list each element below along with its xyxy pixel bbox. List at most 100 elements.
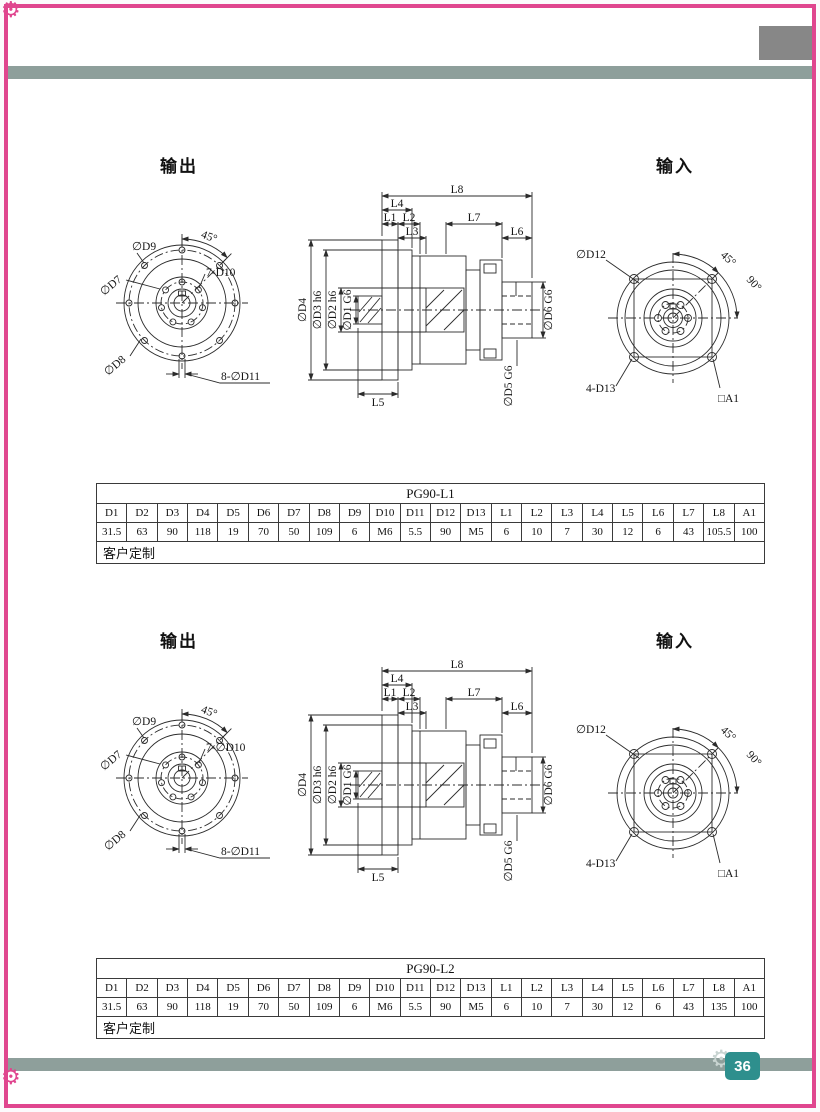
table-title: PG90-L1 bbox=[96, 483, 765, 504]
value-cell: M5 bbox=[460, 997, 492, 1017]
dim-label-l5: L5 bbox=[372, 872, 385, 884]
dim-label-d3: ∅D3 h6 bbox=[312, 766, 324, 805]
value-cell: 19 bbox=[217, 522, 249, 542]
column-header: D11 bbox=[399, 503, 431, 523]
dim-label-l6: L6 bbox=[511, 701, 524, 713]
dim-label-8-d11: 8-∅D11 bbox=[221, 371, 260, 383]
dim-label-d5: ∅D5 G6 bbox=[503, 840, 515, 881]
table-title-row: PG90-L1 bbox=[96, 483, 765, 504]
dim-label-45deg: 45° bbox=[718, 724, 738, 744]
value-cell: 70 bbox=[247, 522, 280, 542]
column-header: D6 bbox=[247, 503, 280, 523]
dim-label-l5: L5 bbox=[372, 397, 385, 409]
column-header: L7 bbox=[672, 503, 705, 523]
value-cell: 43 bbox=[672, 522, 705, 542]
dim-label-d2: ∅D2 h6 bbox=[327, 291, 339, 330]
column-header: L6 bbox=[642, 503, 674, 523]
footer-bar bbox=[8, 1058, 812, 1071]
custom-order-note: 客户定制 bbox=[96, 541, 765, 564]
value-cell: 50 bbox=[278, 522, 310, 542]
value-cell: 12 bbox=[612, 997, 644, 1017]
output-flange-front-view: ∅D9 45° 7-∅D10 ∅D7 ∅D8 8-∅D11 bbox=[98, 704, 289, 880]
gear-icon: ⚙ bbox=[1, 1064, 21, 1089]
value-cell: 100 bbox=[733, 997, 766, 1017]
column-header: D5 bbox=[217, 978, 249, 998]
dim-label-d8: ∅D8 bbox=[102, 828, 128, 853]
value-cell: 7 bbox=[551, 522, 583, 542]
column-header: D13 bbox=[460, 978, 492, 998]
dim-label-d8: ∅D8 bbox=[102, 353, 128, 378]
dim-label-d1: ∅D1 G6 bbox=[342, 764, 354, 805]
column-header: L8 bbox=[703, 503, 735, 523]
gear-icon: ⚙ bbox=[1, 0, 21, 22]
value-cell: 5.5 bbox=[399, 997, 431, 1017]
value-cell: 63 bbox=[126, 997, 158, 1017]
dim-label-d4: ∅D4 bbox=[297, 773, 309, 797]
table-footer-row: 客户定制 bbox=[96, 541, 765, 564]
column-header: D10 bbox=[369, 503, 401, 523]
value-cell: 6 bbox=[490, 522, 523, 542]
value-cell: 19 bbox=[217, 997, 249, 1017]
value-cell: M5 bbox=[460, 522, 492, 542]
dim-label-45deg: 45° bbox=[718, 249, 738, 269]
dim-label-d9: ∅D9 bbox=[132, 716, 156, 728]
dim-label-d7: ∅D7 bbox=[98, 748, 124, 773]
column-header: D6 bbox=[247, 978, 280, 998]
dim-label-l4: L4 bbox=[391, 673, 404, 685]
dim-label-l3: L3 bbox=[406, 226, 419, 238]
column-header: D9 bbox=[338, 978, 371, 998]
dim-label-l8: L8 bbox=[451, 659, 464, 671]
front-view-geometry bbox=[116, 234, 270, 383]
input-label: 输入 bbox=[656, 632, 694, 651]
value-cell: 109 bbox=[308, 997, 340, 1017]
column-header: A1 bbox=[733, 503, 766, 523]
header-gray-block bbox=[759, 26, 812, 60]
dim-label-l6: L6 bbox=[511, 226, 524, 238]
column-header: L1 bbox=[490, 978, 523, 998]
value-cell: 7 bbox=[551, 997, 583, 1017]
value-cell: 10 bbox=[521, 522, 553, 542]
value-cell: M6 bbox=[369, 522, 401, 542]
value-cell: 31.5 bbox=[95, 997, 128, 1017]
value-cell: 90 bbox=[429, 522, 462, 542]
column-header: D1 bbox=[95, 978, 128, 998]
output-flange-front-view: ∅D9 45° 7-D10 ∅D7 ∅D8 8-∅D11 bbox=[98, 229, 289, 405]
dim-label-l2: L2 bbox=[403, 212, 416, 224]
dim-label-l4: L4 bbox=[391, 198, 404, 210]
dim-label-90deg: 90° bbox=[744, 274, 764, 294]
table-title: PG90-L2 bbox=[96, 958, 765, 979]
value-cell: 90 bbox=[156, 997, 189, 1017]
dim-label-d5: ∅D5 G6 bbox=[503, 365, 515, 406]
dim-label-45deg: 45° bbox=[199, 704, 219, 721]
value-cell: 43 bbox=[672, 997, 705, 1017]
input-view-geometry bbox=[606, 728, 738, 863]
value-cell: 105.5 bbox=[703, 522, 735, 542]
value-cell: 5.5 bbox=[399, 522, 431, 542]
column-header: L7 bbox=[672, 978, 705, 998]
dim-label-d12: ∅D12 bbox=[576, 724, 606, 736]
custom-order-note: 客户定制 bbox=[96, 1016, 765, 1039]
front-view-geometry bbox=[116, 709, 270, 858]
column-header: D2 bbox=[126, 503, 158, 523]
table-footer-row: 客户定制 bbox=[96, 1016, 765, 1039]
column-header: D9 bbox=[338, 503, 371, 523]
value-cell: 31.5 bbox=[95, 522, 128, 542]
value-cell: 6 bbox=[490, 997, 523, 1017]
column-header: D5 bbox=[217, 503, 249, 523]
dim-label-d7: ∅D7 bbox=[98, 273, 124, 298]
dim-label-a1: □A1 bbox=[718, 393, 739, 405]
value-cell: M6 bbox=[369, 997, 401, 1017]
dim-label-d6: ∅D6 G6 bbox=[543, 289, 555, 330]
output-label: 输出 bbox=[160, 157, 198, 176]
column-header: D1 bbox=[95, 503, 128, 523]
column-header: D12 bbox=[429, 503, 462, 523]
section-pg90-l1: 输出 输入 ∅D9 45° 7-D10 ∅D7 ∅D8 8-∅D11 L8 L4… bbox=[8, 138, 812, 583]
column-header: L5 bbox=[612, 978, 644, 998]
value-cell: 118 bbox=[187, 997, 219, 1017]
column-header: D7 bbox=[278, 503, 310, 523]
